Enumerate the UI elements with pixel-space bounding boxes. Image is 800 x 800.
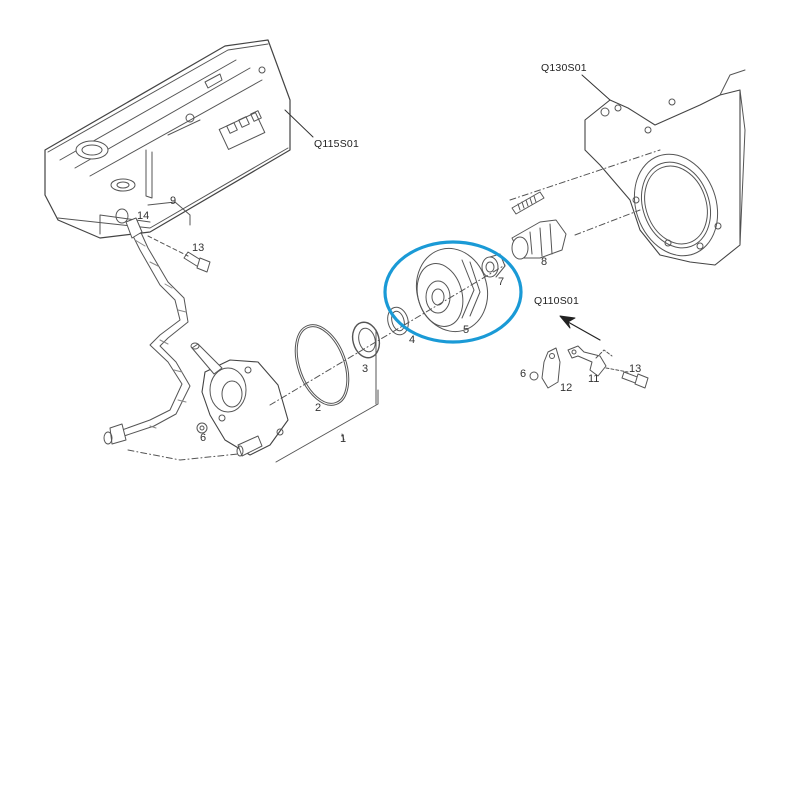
callout-11: 11: [588, 373, 600, 385]
callout-9: 9: [170, 195, 177, 207]
stud: [511, 191, 545, 215]
part-1-pump-housing: [190, 342, 289, 457]
o-ring-small: [115, 208, 129, 224]
callout-13-right: 13: [629, 363, 642, 375]
part-12-bracket: [541, 347, 561, 389]
part-8-coupling: [511, 219, 567, 260]
part-11-bracket: [567, 345, 607, 377]
part-6-nut-right: [529, 371, 539, 381]
callout-13-left: 13: [192, 242, 205, 254]
callout-4: 4: [409, 334, 416, 346]
callout-7: 7: [498, 276, 505, 288]
coolant-pipe: [103, 217, 191, 445]
bolt-13-left: [183, 251, 211, 273]
callout-8: 8: [541, 256, 548, 268]
part-7-bushing: [481, 253, 506, 278]
bolt-13-right: [621, 371, 649, 389]
callout-12: 12: [560, 382, 573, 394]
callout-5: 5: [463, 324, 470, 336]
ref-code-q130s01: Q130S01: [541, 62, 587, 74]
part-6-nut-left: [196, 422, 208, 434]
part-5-pump-hub: [415, 247, 489, 333]
valve-cover-assembly: [44, 39, 291, 239]
part-3-seal: [351, 321, 381, 359]
callout-1: 1: [340, 433, 347, 445]
callout-6-left: 6: [200, 432, 207, 444]
timing-cover-assembly: [584, 69, 746, 266]
part-2-o-ring: [294, 324, 350, 406]
ref-code-q110s01: Q110S01: [534, 295, 579, 307]
callout-3: 3: [362, 363, 369, 375]
ref-code-q115s01: Q115S01: [314, 138, 359, 150]
callout-2: 2: [315, 402, 322, 414]
callout-14: 14: [137, 210, 150, 222]
callout-6-right: 6: [520, 368, 527, 380]
highlight-ring-part-5: [383, 240, 523, 344]
